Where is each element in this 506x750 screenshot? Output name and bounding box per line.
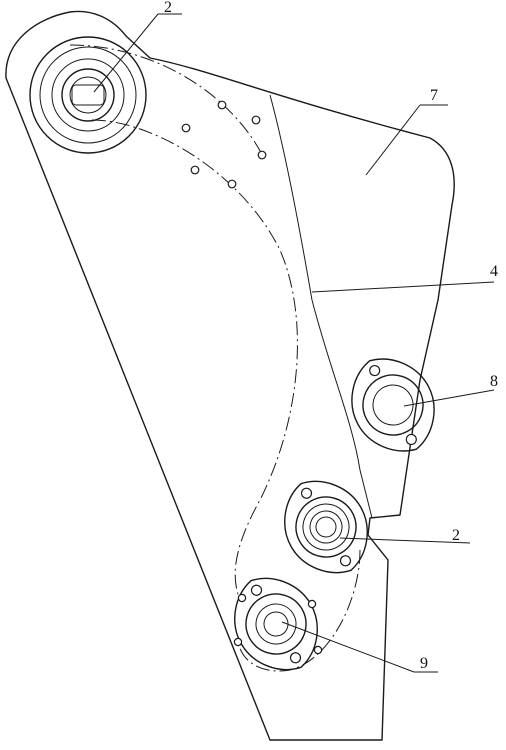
callout-plate: 7 xyxy=(430,87,438,104)
middle-roller-bearing xyxy=(284,480,368,574)
centerline-bottom xyxy=(237,549,361,672)
centerline-arc xyxy=(91,119,298,601)
callout-edge: 4 xyxy=(490,263,498,280)
callout-middle-roller: 2 xyxy=(452,527,460,544)
leader-lines xyxy=(93,13,495,673)
callout-upper-bearing: 8 xyxy=(490,373,498,390)
upper-flange-bearing xyxy=(351,358,435,452)
lower-flange-bearing xyxy=(234,577,318,671)
callout-lower-bearing: 9 xyxy=(420,655,428,672)
bolt-hole-pattern xyxy=(181,100,267,189)
inner-edge-line xyxy=(269,94,373,519)
centerline-top xyxy=(69,44,266,161)
top-roller xyxy=(29,36,147,154)
plate-outline xyxy=(5,10,455,741)
callout-top-roller: 2 xyxy=(164,0,172,16)
lower-bolt-circle xyxy=(233,593,323,655)
